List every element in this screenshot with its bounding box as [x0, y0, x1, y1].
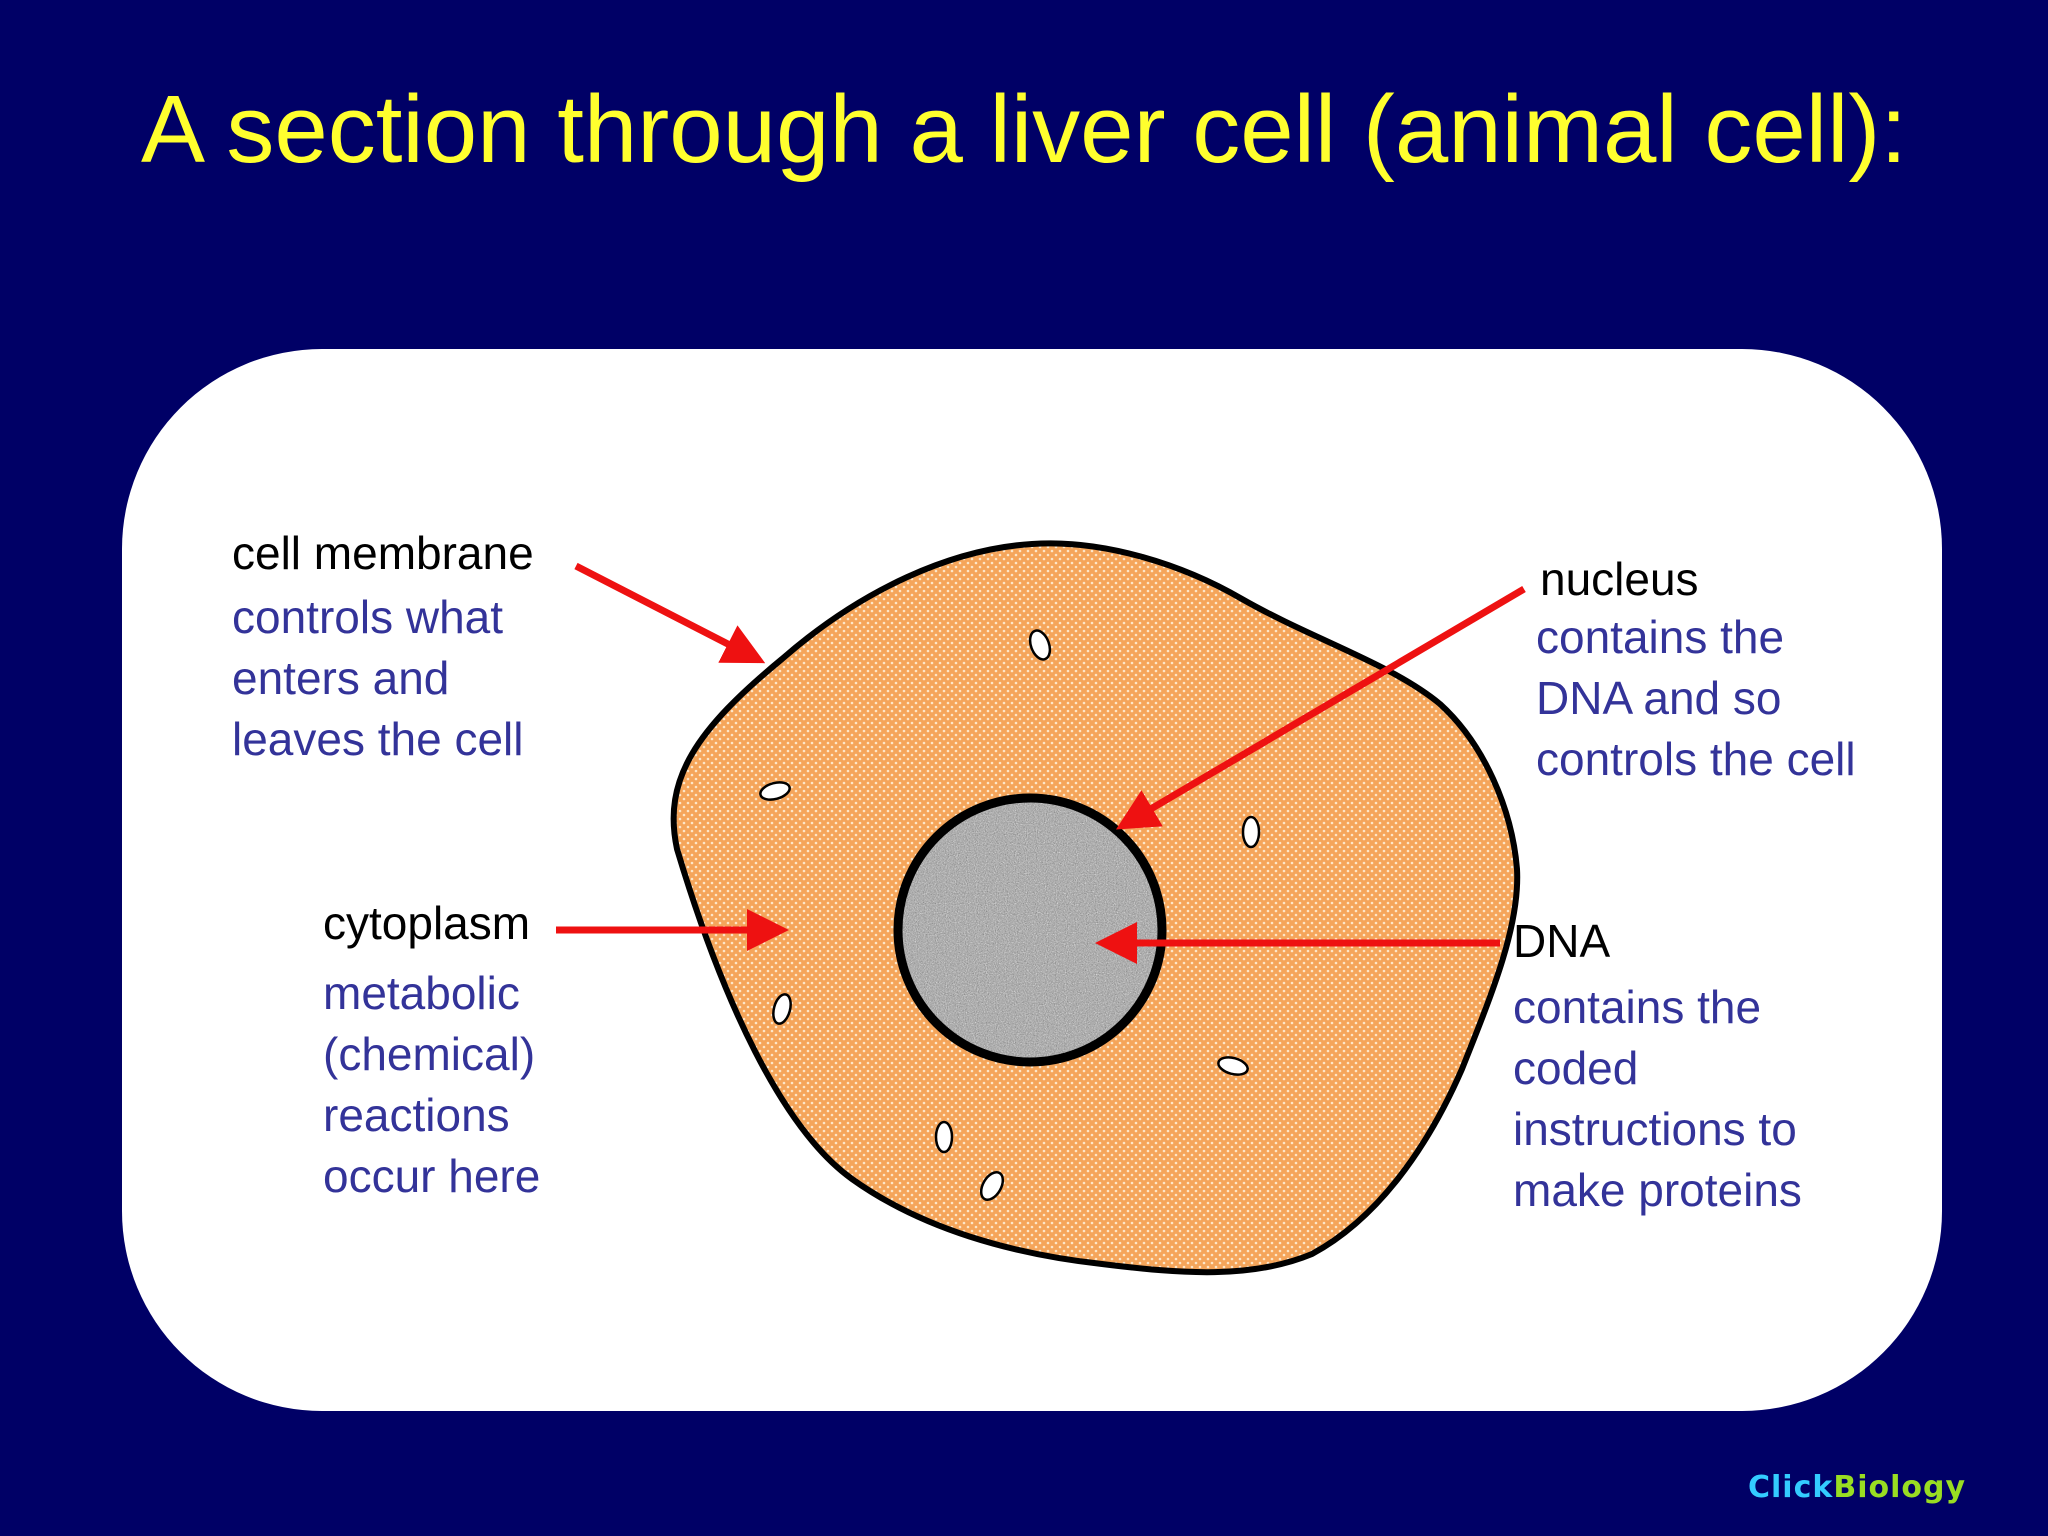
clickbiology-logo: ClickBiology — [1748, 1470, 1966, 1505]
vesicle — [1028, 629, 1052, 661]
arrow-cell-membrane — [574, 562, 766, 664]
label-nucleus: nucleus contains the DNA and so controls… — [1536, 551, 1856, 790]
cell-diagram — [556, 540, 1526, 1276]
label-nucleus-description: contains the DNA and so controls the cel… — [1536, 611, 1856, 785]
label-cytoplasm-description: metabolic (chemical) reactions occur her… — [323, 967, 541, 1202]
label-cytoplasm: cytoplasm metabolic (chemical) reactions… — [323, 895, 540, 1207]
label-dna-description: contains the coded instructions to make … — [1513, 981, 1802, 1216]
label-cell-membrane-description: controls what enters and leaves the cell — [232, 591, 524, 765]
diagram-panel: cell membrane controls what enters and l… — [122, 349, 1942, 1411]
vesicle — [934, 1120, 954, 1154]
label-cytoplasm-name: cytoplasm — [323, 897, 531, 949]
label-dna: DNA contains the coded instructions to m… — [1513, 913, 1802, 1221]
vesicle — [772, 993, 792, 1025]
label-dna-name: DNA — [1513, 915, 1611, 967]
vesicle — [1217, 1056, 1249, 1076]
logo-text-click: Click — [1748, 1470, 1834, 1505]
label-cell-membrane: cell membrane controls what enters and l… — [232, 525, 534, 770]
vesicle — [759, 781, 791, 801]
logo-text-biology: Biology — [1833, 1470, 1967, 1505]
nucleus — [893, 793, 1167, 1067]
slide-title: A section through a liver cell (animal c… — [140, 76, 1908, 183]
label-nucleus-name: nucleus — [1540, 553, 1699, 605]
arrow-nucleus — [1115, 585, 1526, 830]
vesicle — [979, 1171, 1005, 1201]
vesicle — [1241, 815, 1261, 849]
label-cell-membrane-name: cell membrane — [232, 527, 534, 579]
